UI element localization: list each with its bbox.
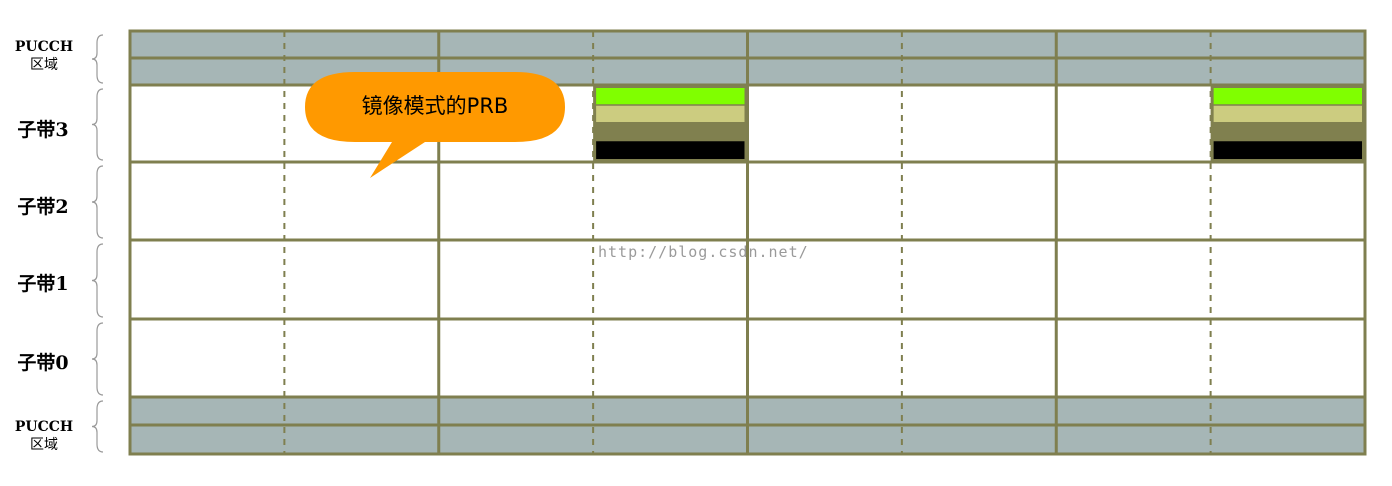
pucch-region-top-label: PUCCH 区域 [8,38,80,74]
subband-3-label: 子带3 [17,119,69,141]
subband-1-label: 子带1 [17,273,69,295]
prb-stripe [596,123,745,140]
brace-2 [91,165,104,239]
prb-stripe [596,105,745,122]
prb-stripe [1213,141,1362,159]
prb-stripe [1213,123,1362,140]
prb-blocks [593,85,1365,162]
row-braces [91,34,104,453]
brace-3 [91,243,104,318]
prb-stripe [596,88,745,105]
pucch-bottom-line2: 区域 [30,437,58,453]
prb-block-slot-7 [1210,85,1365,162]
pucch-region-bottom-label: PUCCH 区域 [8,418,80,454]
prb-stripe [1213,88,1362,105]
watermark-text: http://blog.csdn.net/ [598,243,809,261]
pucch-top-line1: PUCCH [14,39,74,55]
subband-0-label: 子带0 [17,352,69,374]
brace-5 [91,400,104,453]
prb-stripe [596,141,745,159]
brace-1 [91,88,104,161]
callout-shape [305,72,565,178]
prb-stripe [1213,105,1362,122]
brace-0 [91,34,104,84]
prb-block-slot-3 [593,85,748,162]
brace-4 [91,322,104,396]
subband-2-label: 子带2 [17,196,69,218]
callout-label: 镜像模式的PRB [361,94,509,118]
callout-bubble [305,72,565,178]
pucch-top-line2: 区域 [30,57,58,73]
grid-lines [128,29,1367,456]
pucch-bottom-line1: PUCCH [14,419,74,435]
